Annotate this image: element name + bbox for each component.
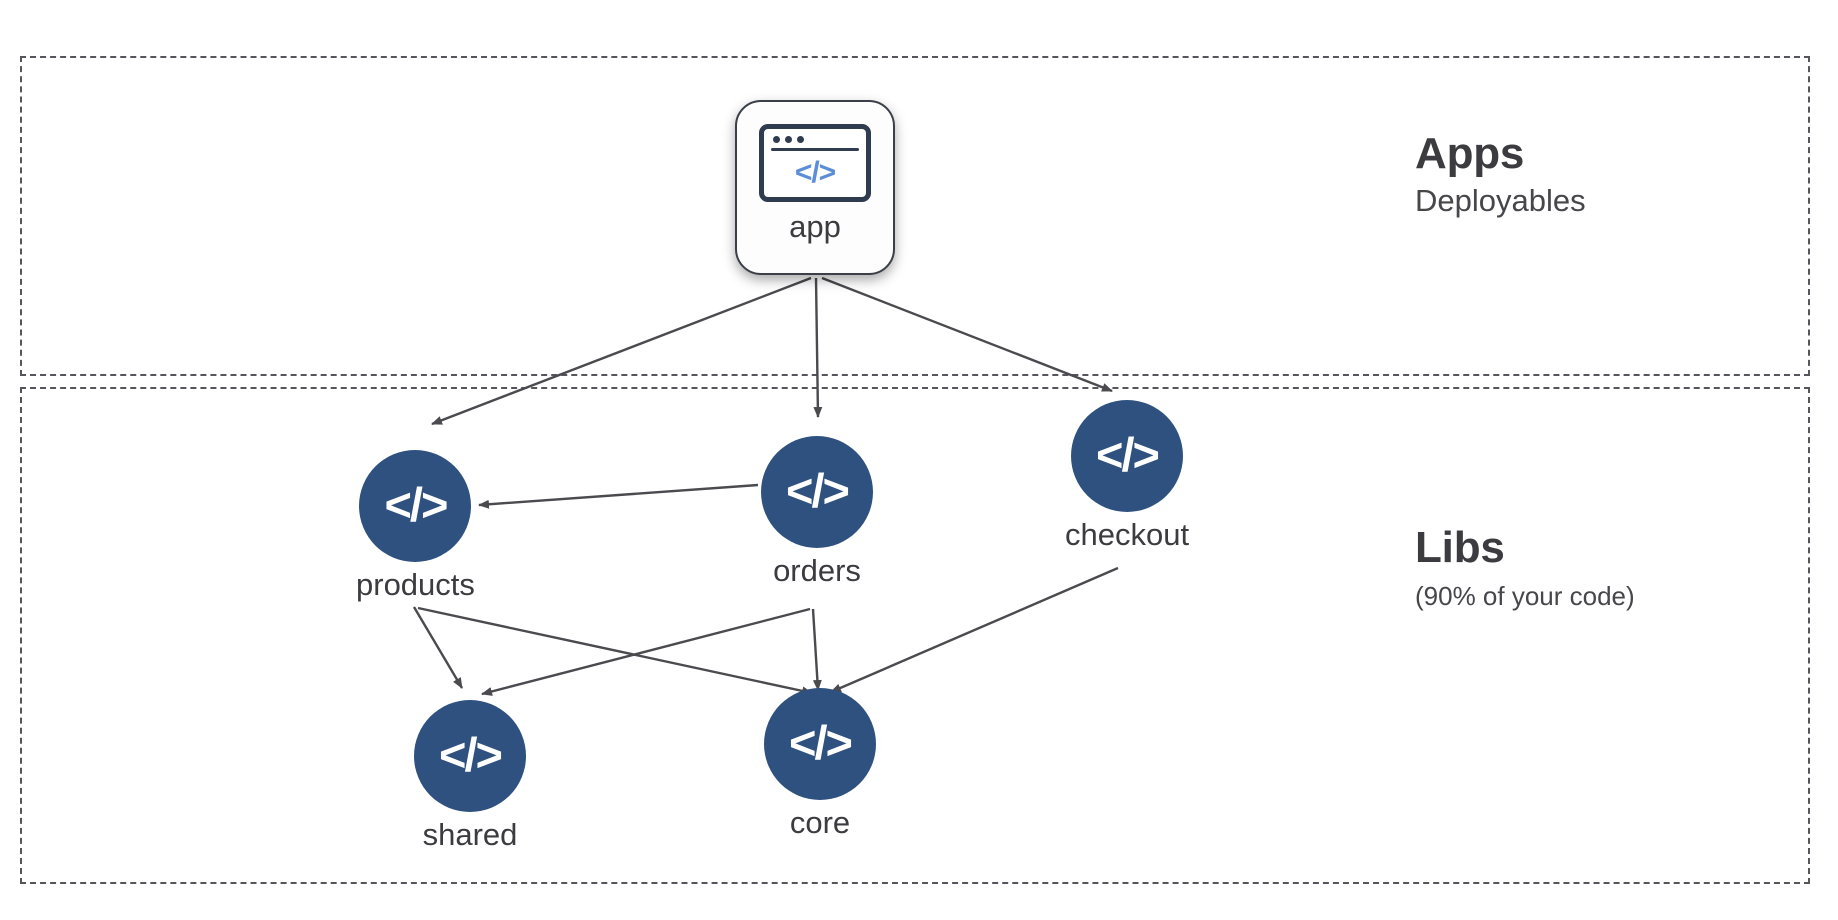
zone-libs-caption: Libs (90% of your code)	[1415, 524, 1635, 612]
zone-libs-title: Libs	[1415, 523, 1505, 572]
zone-apps-title: Apps	[1415, 129, 1525, 178]
node-app[interactable]: </> app	[735, 100, 895, 275]
node-orders-label: orders	[773, 553, 861, 588]
zone-libs-subtitle: (90% of your code)	[1415, 580, 1635, 611]
node-shared-label: shared	[422, 817, 518, 852]
code-icon: </>	[359, 450, 472, 562]
browser-window-code-icon: </>	[759, 124, 871, 202]
zone-apps-subtitle: Deployables	[1415, 182, 1586, 218]
node-app-label: app	[789, 209, 841, 244]
node-core[interactable]: </> core	[764, 688, 876, 840]
node-checkout[interactable]: </> checkout	[1065, 400, 1189, 552]
code-icon: </>	[1071, 400, 1184, 512]
node-checkout-label: checkout	[1065, 517, 1190, 552]
node-products[interactable]: </> products	[356, 450, 475, 602]
node-products-label: products	[356, 567, 475, 602]
node-core-label: core	[789, 805, 851, 840]
zone-libs	[20, 387, 1810, 884]
zone-apps-caption: Apps Deployables	[1415, 130, 1586, 220]
window-divider	[771, 148, 859, 151]
code-icon: </>	[414, 700, 526, 812]
code-icon: </>	[761, 436, 873, 548]
window-dots	[764, 129, 866, 143]
node-shared[interactable]: </> shared	[414, 700, 526, 852]
code-icon: </>	[764, 688, 876, 800]
code-glyph: </>	[794, 155, 836, 189]
node-orders[interactable]: </> orders	[761, 436, 873, 588]
